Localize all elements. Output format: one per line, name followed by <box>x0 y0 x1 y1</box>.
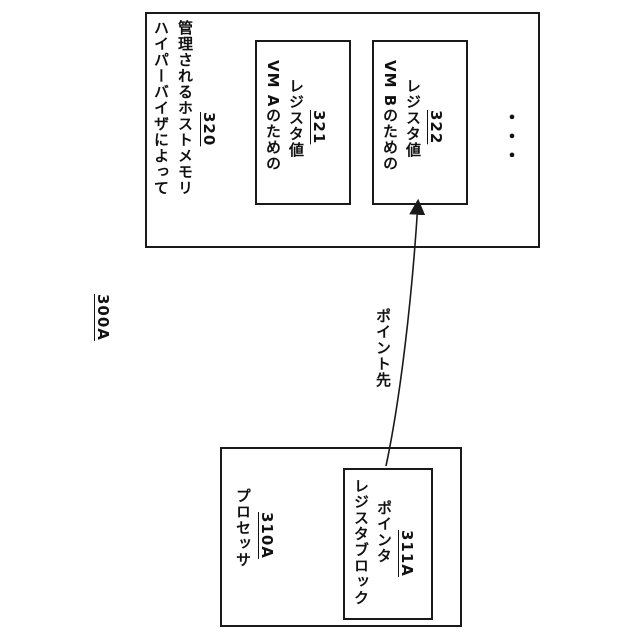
points-to-label: ポイント先 <box>372 308 394 388</box>
